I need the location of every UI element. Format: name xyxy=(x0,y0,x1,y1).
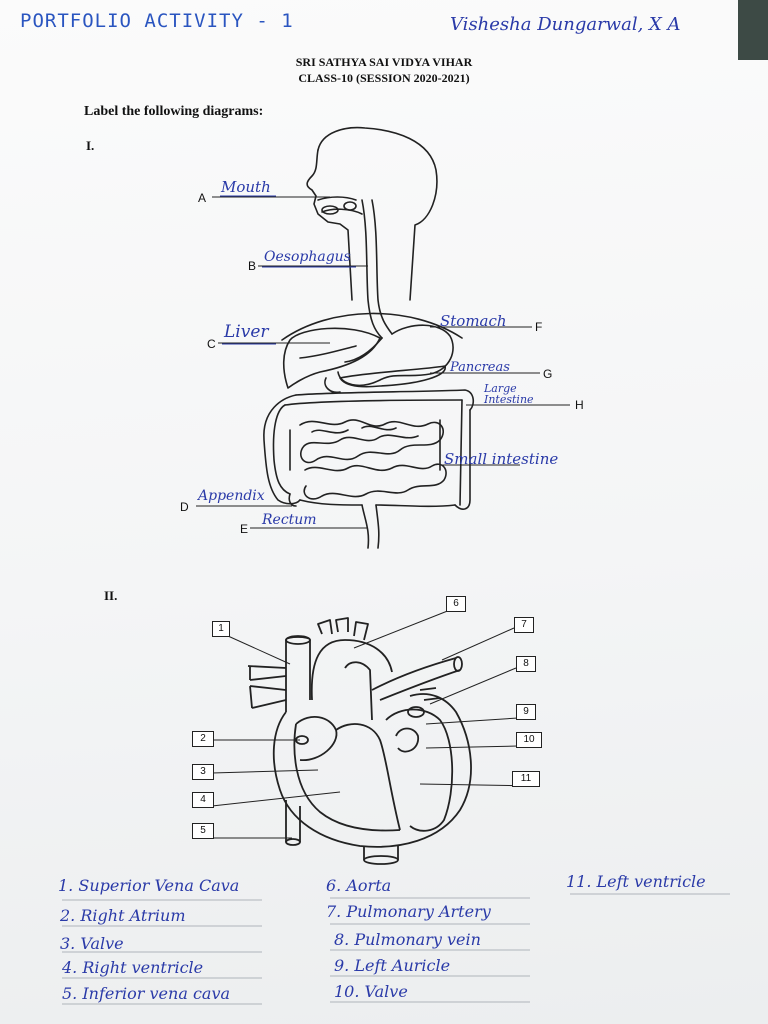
answer-9: 9. Left Auricle xyxy=(334,956,451,975)
answer-11: 11. Left ventricle xyxy=(566,872,706,891)
student-name: Vishesha Dungarwal, X A xyxy=(450,14,681,35)
heart-label-box-11: 11 xyxy=(512,771,540,787)
section-one-number: I. xyxy=(86,138,95,153)
answer-b: Oesophagus xyxy=(264,249,351,265)
answer-3: 3. Valve xyxy=(60,934,124,953)
label-letter-a: A xyxy=(198,191,207,205)
answer-6: 6. Aorta xyxy=(326,876,392,895)
heart-label-box-10: 10 xyxy=(516,732,542,748)
answer-8: 8. Pulmonary vein xyxy=(334,930,481,949)
answer-small-intestine: Small intestine xyxy=(444,450,559,468)
heart-label-box-7: 7 xyxy=(514,617,534,633)
answer-5: 5. Inferior vena cava xyxy=(62,984,231,1003)
answer-g: Pancreas xyxy=(450,360,510,375)
class-session: CLASS-10 (SESSION 2020-2021) xyxy=(298,71,470,85)
label-letter-c: C xyxy=(207,337,216,351)
section-two-number: II. xyxy=(104,588,118,603)
answer-4: 4. Right ventricle xyxy=(62,958,204,977)
heart-label-box-4: 4 xyxy=(192,792,214,808)
label-letter-b: B xyxy=(248,259,257,273)
answer-e: Rectum xyxy=(262,512,317,528)
answer-10: 10. Valve xyxy=(334,982,408,1001)
heart-label-box-5: 5 xyxy=(192,823,214,839)
label-letter-g: G xyxy=(543,367,553,381)
heart-label-box-9: 9 xyxy=(516,704,536,720)
answer-2: 2. Right Atrium xyxy=(60,906,186,925)
answer-h: Large Intestine xyxy=(484,382,534,406)
portfolio-title: PORTFOLIO ACTIVITY - 1 xyxy=(20,10,294,32)
heart-label-box-8: 8 xyxy=(516,656,536,672)
heart-label-box-6: 6 xyxy=(446,596,466,612)
answer-1: 1. Superior Vena Cava xyxy=(58,876,240,895)
label-letter-f: F xyxy=(535,320,543,334)
answer-f: Stomach xyxy=(440,312,507,330)
heart-label-box-2: 2 xyxy=(192,731,214,747)
label-letter-e: E xyxy=(240,522,249,536)
answer-d: Appendix xyxy=(198,488,265,504)
instruction: Label the following diagrams: xyxy=(84,104,264,119)
answer-7: 7. Pulmonary Artery xyxy=(326,902,491,921)
answer-c: Liver xyxy=(224,322,269,342)
school-name: SRI SATHYA SAI VIDYA VIHAR xyxy=(295,55,473,69)
heart-label-box-1: 1 xyxy=(212,621,230,637)
label-letter-h: H xyxy=(575,398,584,412)
background-edge xyxy=(738,0,768,60)
answer-a: Mouth xyxy=(221,178,271,196)
label-letter-d: D xyxy=(180,500,189,514)
heart-label-box-3: 3 xyxy=(192,764,214,780)
